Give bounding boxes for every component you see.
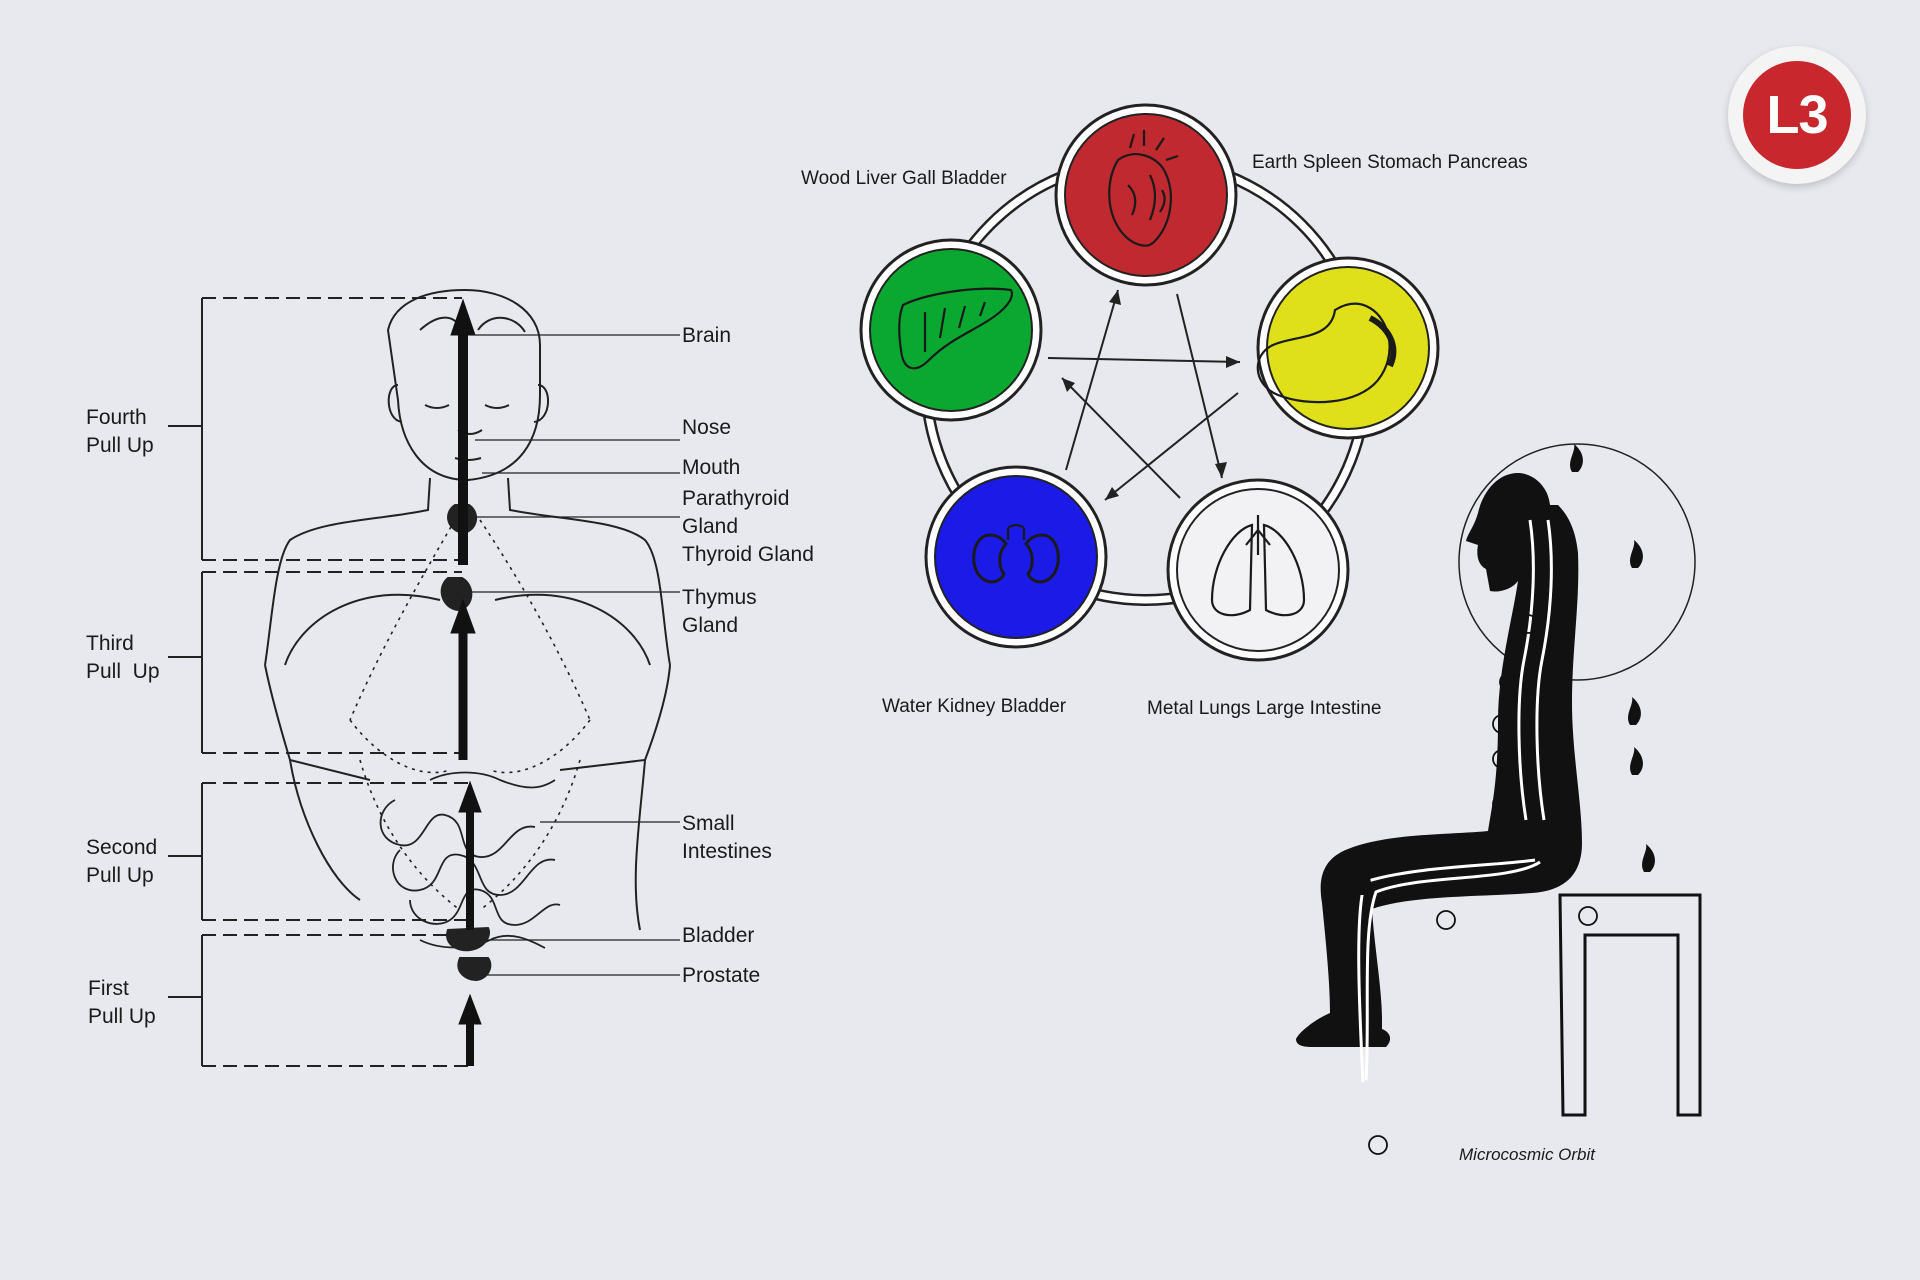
energy-arrows [450,298,482,1066]
organ-label-brain: Brain [682,324,732,347]
level-badge: L3 [1728,46,1866,184]
heart-icon [1108,130,1179,247]
element-earth-circle [1256,256,1440,440]
element-label-earth: Earth Spleen Stomach Pancreas [1252,152,1528,173]
liver-icon [898,287,1013,370]
pull-up-brackets [168,298,203,1066]
element-fire-circle [1054,103,1238,287]
stomach-icon [1256,302,1397,404]
microcosmic-orbit-caption: Microcosmic Orbit [1459,1145,1596,1164]
lungs-icon [1210,515,1306,617]
pull-up-label-first: First Pull Up [88,977,156,1028]
element-label-water: Water Kidney Bladder [882,696,1067,717]
organ-label-parathyroid: Parathyroid Gland [682,487,790,538]
level-badge-text: L3 [1743,61,1851,169]
organ-label-small-intestines: Small Intestines [682,812,772,863]
star-arrows [1047,289,1241,501]
organ-leader-lines [468,334,680,976]
orbit-small-circles [1368,614,1598,1155]
element-metal-circle [1166,478,1350,662]
element-label-wood: Wood Liver Gall Bladder [801,168,1007,189]
pull-up-label-third: Third Pull Up [86,632,160,683]
organ-label-thyroid: Thyroid Gland [682,543,814,566]
seated-body-silhouette [1296,473,1582,1047]
organ-label-mouth: Mouth [682,456,741,479]
organ-label-nose: Nose [682,416,732,439]
chair [1558,893,1702,1117]
pull-up-dashed-lines [202,297,470,1067]
pull-up-label-second: Second Pull Up [86,836,158,887]
element-wood-circle [859,238,1043,422]
pull-up-label-fourth: Fourth Pull Up [86,406,154,457]
organ-label-prostate: Prostate [682,964,761,987]
kidney-icon [972,523,1060,584]
organ-label-thymus: Thymus Gland [682,586,757,637]
flame-icons [1358,444,1655,895]
element-water-circle [924,465,1108,649]
organ-label-bladder: Bladder [682,924,755,947]
energy-channel [1357,519,1553,1083]
element-label-metal: Metal Lungs Large Intestine [1147,698,1382,719]
microcosmic-orbit-figure [1296,443,1702,1155]
